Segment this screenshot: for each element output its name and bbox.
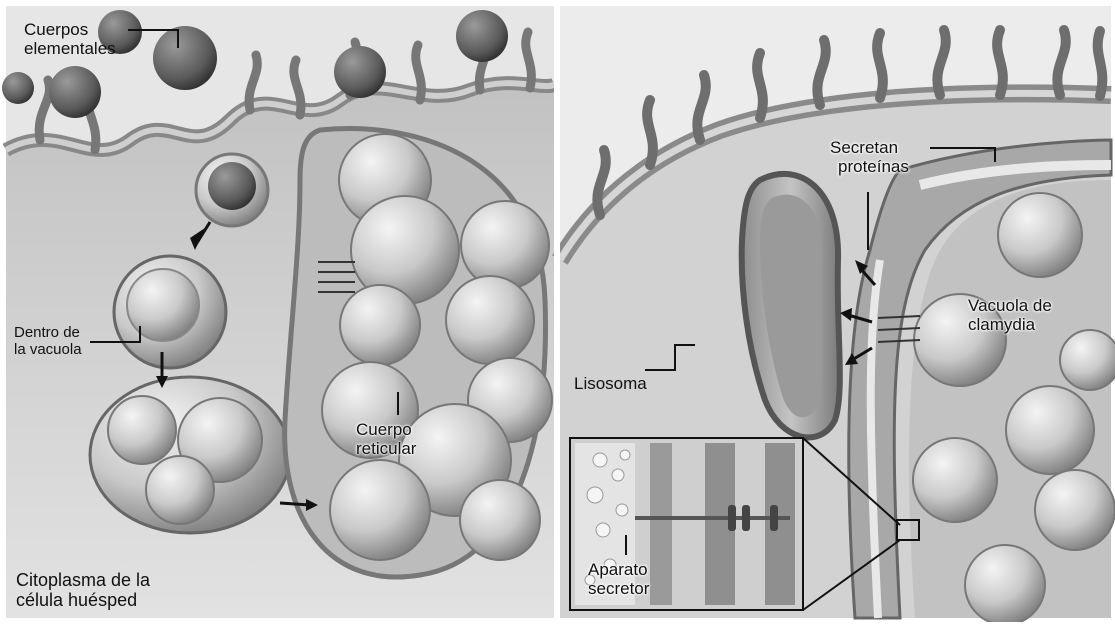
label-line: Aparato bbox=[588, 560, 649, 579]
elementary-body bbox=[153, 26, 217, 90]
label-cuerpo-reticular: Cuerpo reticular bbox=[356, 420, 416, 458]
label-vacuola-clamydia: Vacuola de clamydia bbox=[968, 296, 1052, 334]
label-line: proteínas bbox=[830, 157, 909, 176]
label-line: clamydia bbox=[968, 315, 1052, 334]
label-line: Cuerpo bbox=[356, 420, 416, 439]
label-aparato-secretor: Aparato secretor bbox=[588, 560, 649, 598]
elementary-body bbox=[49, 66, 101, 118]
label-line: célula huésped bbox=[16, 590, 150, 610]
entering-elementary-body bbox=[208, 162, 256, 210]
left-panel bbox=[2, 6, 554, 618]
label-line: Cuerpos bbox=[24, 20, 116, 39]
label-line: la vacuola bbox=[14, 341, 82, 358]
elementary-body bbox=[2, 72, 34, 104]
label-line: elementales bbox=[24, 39, 116, 58]
elementary-body bbox=[334, 46, 386, 98]
label-secretan-proteinas: Secretan proteínas bbox=[830, 138, 909, 176]
label-cuerpos-elementales: Cuerpos elementales bbox=[24, 20, 116, 58]
label-line: secretor bbox=[588, 579, 649, 598]
label-line: Vacuola de bbox=[968, 296, 1052, 315]
label-line: Secretan bbox=[830, 138, 909, 157]
label-dentro-vacuola: Dentro de la vacuola bbox=[14, 324, 82, 358]
label-lisosoma: Lisosoma bbox=[574, 374, 647, 393]
label-citoplasma: Citoplasma de la célula huésped bbox=[16, 570, 150, 610]
label-line: Dentro de bbox=[14, 324, 82, 341]
panel-divider bbox=[554, 0, 560, 622]
label-line: Citoplasma de la bbox=[16, 570, 150, 590]
elementary-body bbox=[456, 10, 508, 62]
label-line: reticular bbox=[356, 439, 416, 458]
